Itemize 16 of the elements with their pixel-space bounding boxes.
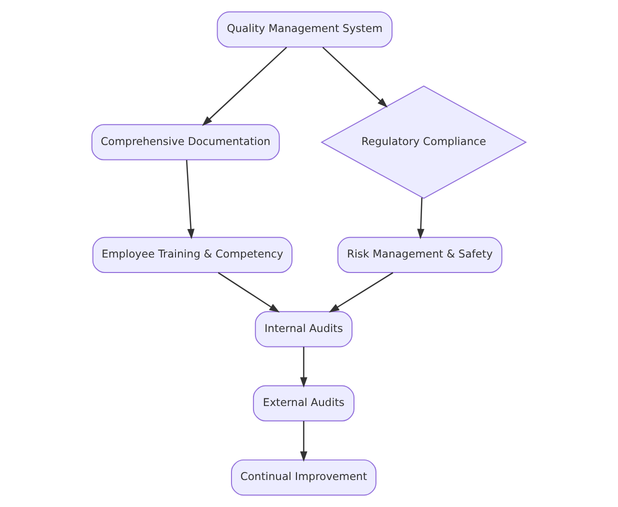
node-diamond: Regulatory Compliance <box>320 86 527 199</box>
arrow <box>218 272 280 313</box>
node-box: Employee Training & Competency <box>92 236 292 274</box>
arrow <box>186 160 195 240</box>
arrow <box>328 272 394 313</box>
node-box: Risk Management & Safety <box>337 236 502 274</box>
arrow <box>300 346 308 388</box>
arrow <box>417 198 424 240</box>
arrow <box>300 421 308 462</box>
arrow <box>322 46 388 108</box>
node-box: Internal Audits <box>254 311 353 348</box>
node-box: Comprehensive Documentation <box>91 124 280 160</box>
arrow <box>202 46 288 126</box>
node-box: External Audits <box>252 385 354 422</box>
node-box: Quality Management System <box>216 11 393 48</box>
node-box: Continual Improvement <box>231 459 376 496</box>
